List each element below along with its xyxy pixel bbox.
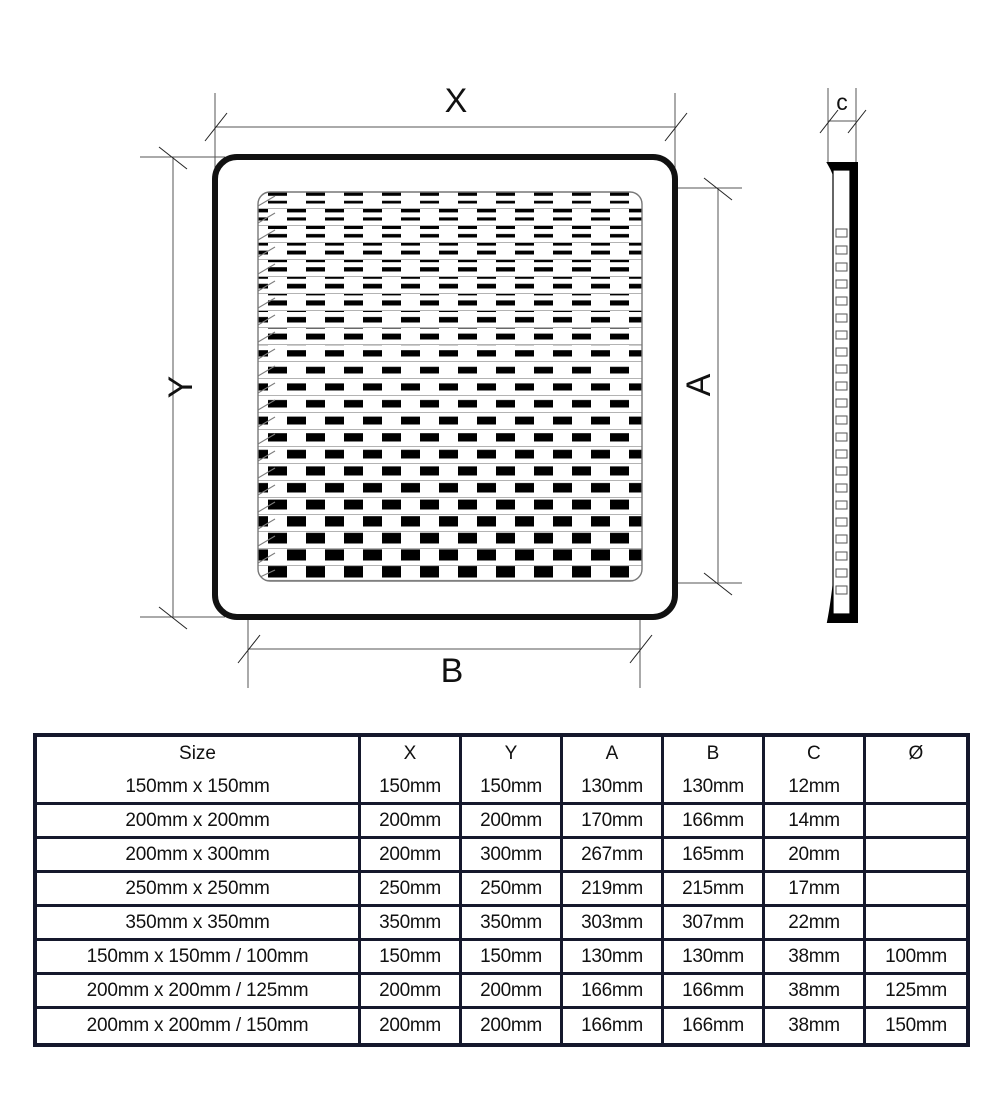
table-row: 150mm x 150mm 150mm 150mm 130mm 130mm 12…: [37, 771, 966, 805]
table-row: 200mm x 200mm 200mm 200mm 170mm 166mm 14…: [37, 805, 966, 839]
column-header-a: A: [563, 737, 664, 771]
cell-diameter: 100mm: [866, 941, 966, 975]
cell-c: 12mm: [765, 771, 866, 805]
cell-y: 200mm: [462, 805, 563, 839]
cell-x: 200mm: [361, 1009, 462, 1043]
table-row: 200mm x 200mm / 150mm 200mm 200mm 166mm …: [37, 1009, 966, 1043]
cell-b: 130mm: [664, 941, 765, 975]
cell-c: 38mm: [765, 941, 866, 975]
louvre-bevels: [258, 195, 276, 579]
technical-drawing: X Y A B c: [140, 82, 867, 690]
cell-b: 307mm: [664, 907, 765, 941]
column-header-diameter: Ø: [866, 737, 966, 771]
dimension-label-a: A: [680, 373, 718, 396]
column-header-b: B: [664, 737, 765, 771]
cell-y: 200mm: [462, 1009, 563, 1043]
cell-diameter: [866, 771, 966, 805]
table-header-row: Size X Y A B C Ø: [37, 737, 966, 771]
cell-y: 350mm: [462, 907, 563, 941]
table-row: 150mm x 150mm / 100mm 150mm 150mm 130mm …: [37, 941, 966, 975]
cell-a: 166mm: [563, 1009, 664, 1043]
cell-b: 166mm: [664, 1009, 765, 1043]
table-row: 200mm x 200mm / 125mm 200mm 200mm 166mm …: [37, 975, 966, 1009]
cell-a: 166mm: [563, 975, 664, 1009]
cell-b: 166mm: [664, 805, 765, 839]
cell-c: 20mm: [765, 839, 866, 873]
cell-x: 250mm: [361, 873, 462, 907]
specification-table: Size X Y A B C Ø 150mm x 150mm 150mm 150…: [33, 733, 970, 1047]
front-view-group: X Y A B: [140, 82, 742, 690]
dimension-label-y: Y: [162, 376, 200, 399]
cell-a: 219mm: [563, 873, 664, 907]
specification-table-container: Size X Y A B C Ø 150mm x 150mm 150mm 150…: [33, 733, 970, 1047]
cell-b: 215mm: [664, 873, 765, 907]
cell-y: 200mm: [462, 975, 563, 1009]
cell-size: 150mm x 150mm / 100mm: [37, 941, 361, 975]
cell-diameter: [866, 805, 966, 839]
column-header-x: X: [361, 737, 462, 771]
cell-size: 350mm x 350mm: [37, 907, 361, 941]
cell-x: 200mm: [361, 839, 462, 873]
drawing-canvas: X Y A B c: [140, 82, 867, 690]
cell-a: 267mm: [563, 839, 664, 873]
cell-y: 150mm: [462, 941, 563, 975]
dimension-label-b: B: [441, 652, 464, 690]
cell-y: 300mm: [462, 839, 563, 873]
cell-a: 130mm: [563, 771, 664, 805]
cell-y: 150mm: [462, 771, 563, 805]
cell-y: 250mm: [462, 873, 563, 907]
cell-size: 250mm x 250mm: [37, 873, 361, 907]
cell-x: 150mm: [361, 941, 462, 975]
cell-size: 200mm x 200mm / 150mm: [37, 1009, 361, 1043]
cell-c: 38mm: [765, 975, 866, 1009]
cell-a: 130mm: [563, 941, 664, 975]
cell-diameter: [866, 907, 966, 941]
side-louvre-slots: [835, 228, 848, 595]
cell-a: 170mm: [563, 805, 664, 839]
column-header-y: Y: [462, 737, 563, 771]
louvre-field: [258, 192, 642, 581]
cell-b: 166mm: [664, 975, 765, 1009]
table-row: 250mm x 250mm 250mm 250mm 219mm 215mm 17…: [37, 873, 966, 907]
cell-diameter: [866, 873, 966, 907]
cell-diameter: [866, 839, 966, 873]
cell-b: 130mm: [664, 771, 765, 805]
side-view-group: c: [819, 88, 867, 623]
cell-c: 22mm: [765, 907, 866, 941]
dimension-label-c: c: [836, 89, 848, 115]
cell-size: 200mm x 200mm / 125mm: [37, 975, 361, 1009]
table-row: 350mm x 350mm 350mm 350mm 303mm 307mm 22…: [37, 907, 966, 941]
louvre-field-outline: [257, 191, 643, 582]
cell-x: 350mm: [361, 907, 462, 941]
cell-a: 303mm: [563, 907, 664, 941]
table-row: 200mm x 300mm 200mm 300mm 267mm 165mm 20…: [37, 839, 966, 873]
cell-x: 200mm: [361, 805, 462, 839]
cell-size: 150mm x 150mm: [37, 771, 361, 805]
column-header-size: Size: [37, 737, 361, 771]
dimension-label-x: X: [445, 82, 468, 120]
cell-c: 17mm: [765, 873, 866, 907]
cell-c: 14mm: [765, 805, 866, 839]
cell-size: 200mm x 300mm: [37, 839, 361, 873]
cell-size: 200mm x 200mm: [37, 805, 361, 839]
cell-diameter: 150mm: [866, 1009, 966, 1043]
column-header-c: C: [765, 737, 866, 771]
cell-diameter: 125mm: [866, 975, 966, 1009]
cell-x: 200mm: [361, 975, 462, 1009]
side-view-dimension-lines: [819, 88, 867, 163]
cell-c: 38mm: [765, 1009, 866, 1043]
cell-b: 165mm: [664, 839, 765, 873]
cell-x: 150mm: [361, 771, 462, 805]
louvre-bands: [258, 192, 642, 581]
